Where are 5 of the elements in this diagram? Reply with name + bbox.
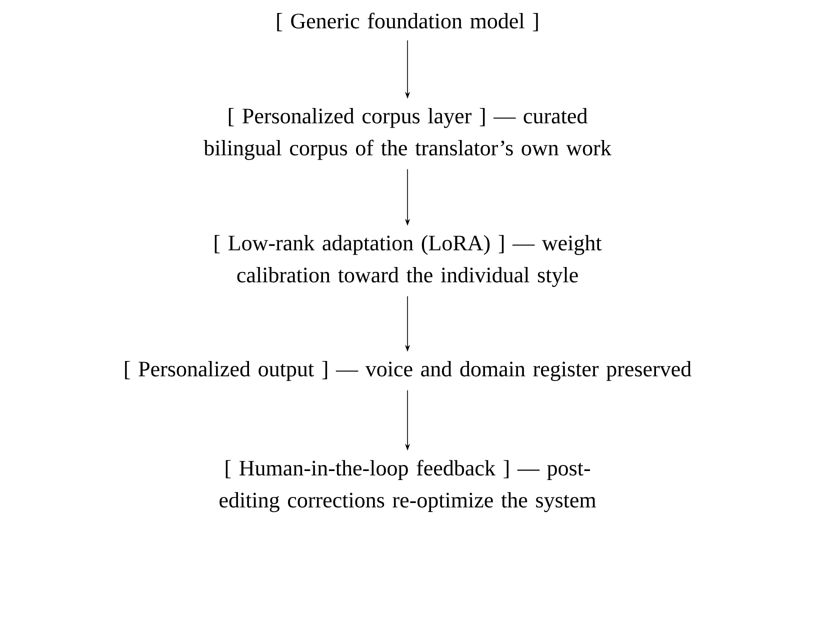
step-text: [ Personalized output ] — voice and domain register preserved xyxy=(125,360,692,381)
step-text: [ Generic foundation model ] xyxy=(277,12,538,32)
step-text: [ Personalized corpus layer ] — curated bilingual corpus of the translator’s own work xyxy=(204,108,612,160)
step-text: [ Low-rank adaptation (LoRA) ] — weight calibration toward the individual style xyxy=(214,234,602,287)
step-text: [ Human-in-the-loop feedback ] — post-editing corrections re-optimize the system xyxy=(220,460,596,512)
